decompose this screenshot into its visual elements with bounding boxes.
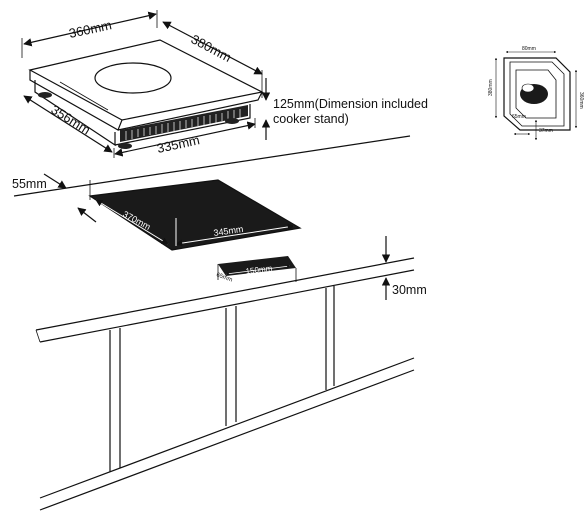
dim-top-depth-label: 380mm [189,31,234,65]
countertop-drawing: 55mm 370mm 345mm 150mm 65mm 30mm [12,135,427,300]
dim-top-width-label: 360mm [68,17,114,41]
detail-dim-right: 360mm [578,92,584,109]
dim-cutout-width-label: 345mm [213,224,244,238]
detail-dim-bottom-left: 65mm [512,114,526,120]
detail-dim-bottom-right: 37mm [539,128,553,134]
dim-height-label-2: cooker stand) [273,112,349,126]
dim-offset-label: 55mm [12,177,47,191]
hob-drawing: 360mm 380mm 356mm 335mm 125mm(Dimension … [21,10,428,158]
dim-vent-depth-label: 65mm [215,272,233,283]
cabinet-drawing [35,257,415,511]
detail-thumbnail: 80mm 380mm 360mm 65mm 37mm [488,46,584,141]
detail-dim-top: 80mm [522,46,536,52]
detail-dim-left: 380mm [488,79,494,96]
dim-vent-width-label: 150mm [245,264,273,276]
dim-front-depth-label: 356mm [48,102,93,138]
cooking-zone [94,62,172,94]
dim-height-label-1: 125mm(Dimension included [273,97,428,111]
dim-counter-thickness-label: 30mm [392,283,427,297]
